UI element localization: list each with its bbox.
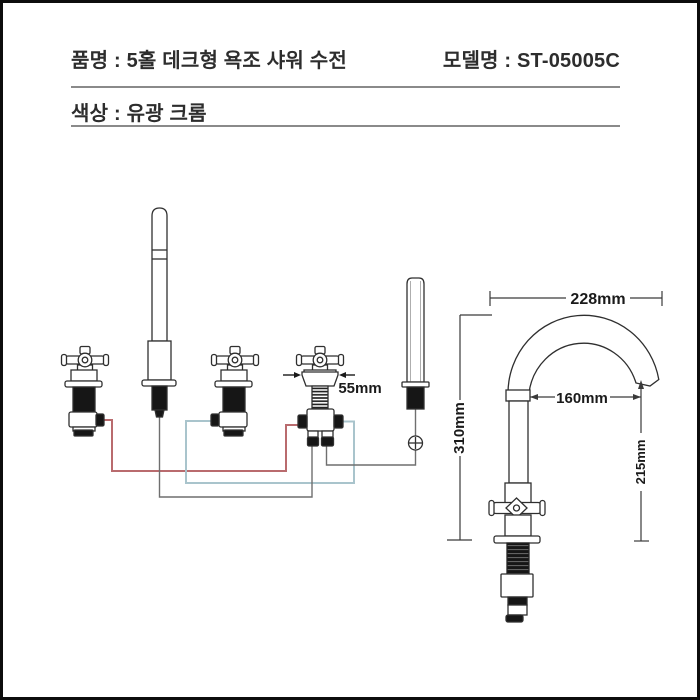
hot-hose-line — [103, 419, 299, 472]
color-spec-text: 색상 : 유광 크롬 — [71, 103, 207, 125]
cross-handle-icon — [295, 345, 345, 373]
header-divider-2 — [71, 125, 620, 127]
hose-coupling-icon — [407, 435, 424, 451]
dimension-160mm: 160mm — [530, 388, 641, 407]
side-view-drawing — [488, 314, 660, 623]
dimension-228mm: 228mm — [489, 289, 663, 308]
spout-drawing — [141, 207, 177, 418]
dimension-310mm: 310mm — [447, 314, 492, 541]
header-divider-1 — [71, 86, 620, 88]
diverter-drawing — [295, 345, 345, 447]
hose-lines — [103, 409, 417, 498]
product-name-text: 품명 : 5홀 데크형 욕조 샤워 수전 — [71, 50, 347, 72]
cross-handle-icon — [60, 345, 110, 373]
cross-handle-icon — [210, 345, 260, 373]
dimension-55mm: 55mm — [283, 372, 382, 397]
handshower-drawing — [401, 277, 430, 451]
gooseneck-spout — [507, 314, 660, 396]
header-row-color: 색상 : 유광 크롬 — [71, 97, 207, 126]
header-row-product: 품명 : 5홀 데크형 욕조 샤워 수전 모델명 : ST-05005C — [71, 44, 620, 73]
dimension-215mm: 215mm — [633, 380, 650, 542]
hot-valve-drawing — [60, 345, 110, 437]
overall-height-label: 310mm — [451, 402, 468, 454]
spout-reach-label: 160mm — [556, 390, 608, 407]
spout-hose-line — [158, 415, 313, 498]
outlet-height-label: 215mm — [633, 440, 648, 485]
cross-handle-side-icon — [488, 497, 546, 519]
handshower-hose-line — [325, 446, 417, 466]
faucet-technical-drawing: 55mm — [60, 207, 663, 623]
overall-reach-label: 228mm — [570, 291, 625, 308]
model-name-text: 모델명 : ST-05005C — [442, 50, 620, 72]
diverter-width-label: 55mm — [338, 380, 381, 397]
cold-valve-drawing — [210, 345, 260, 437]
cold-hose-line — [185, 420, 355, 484]
